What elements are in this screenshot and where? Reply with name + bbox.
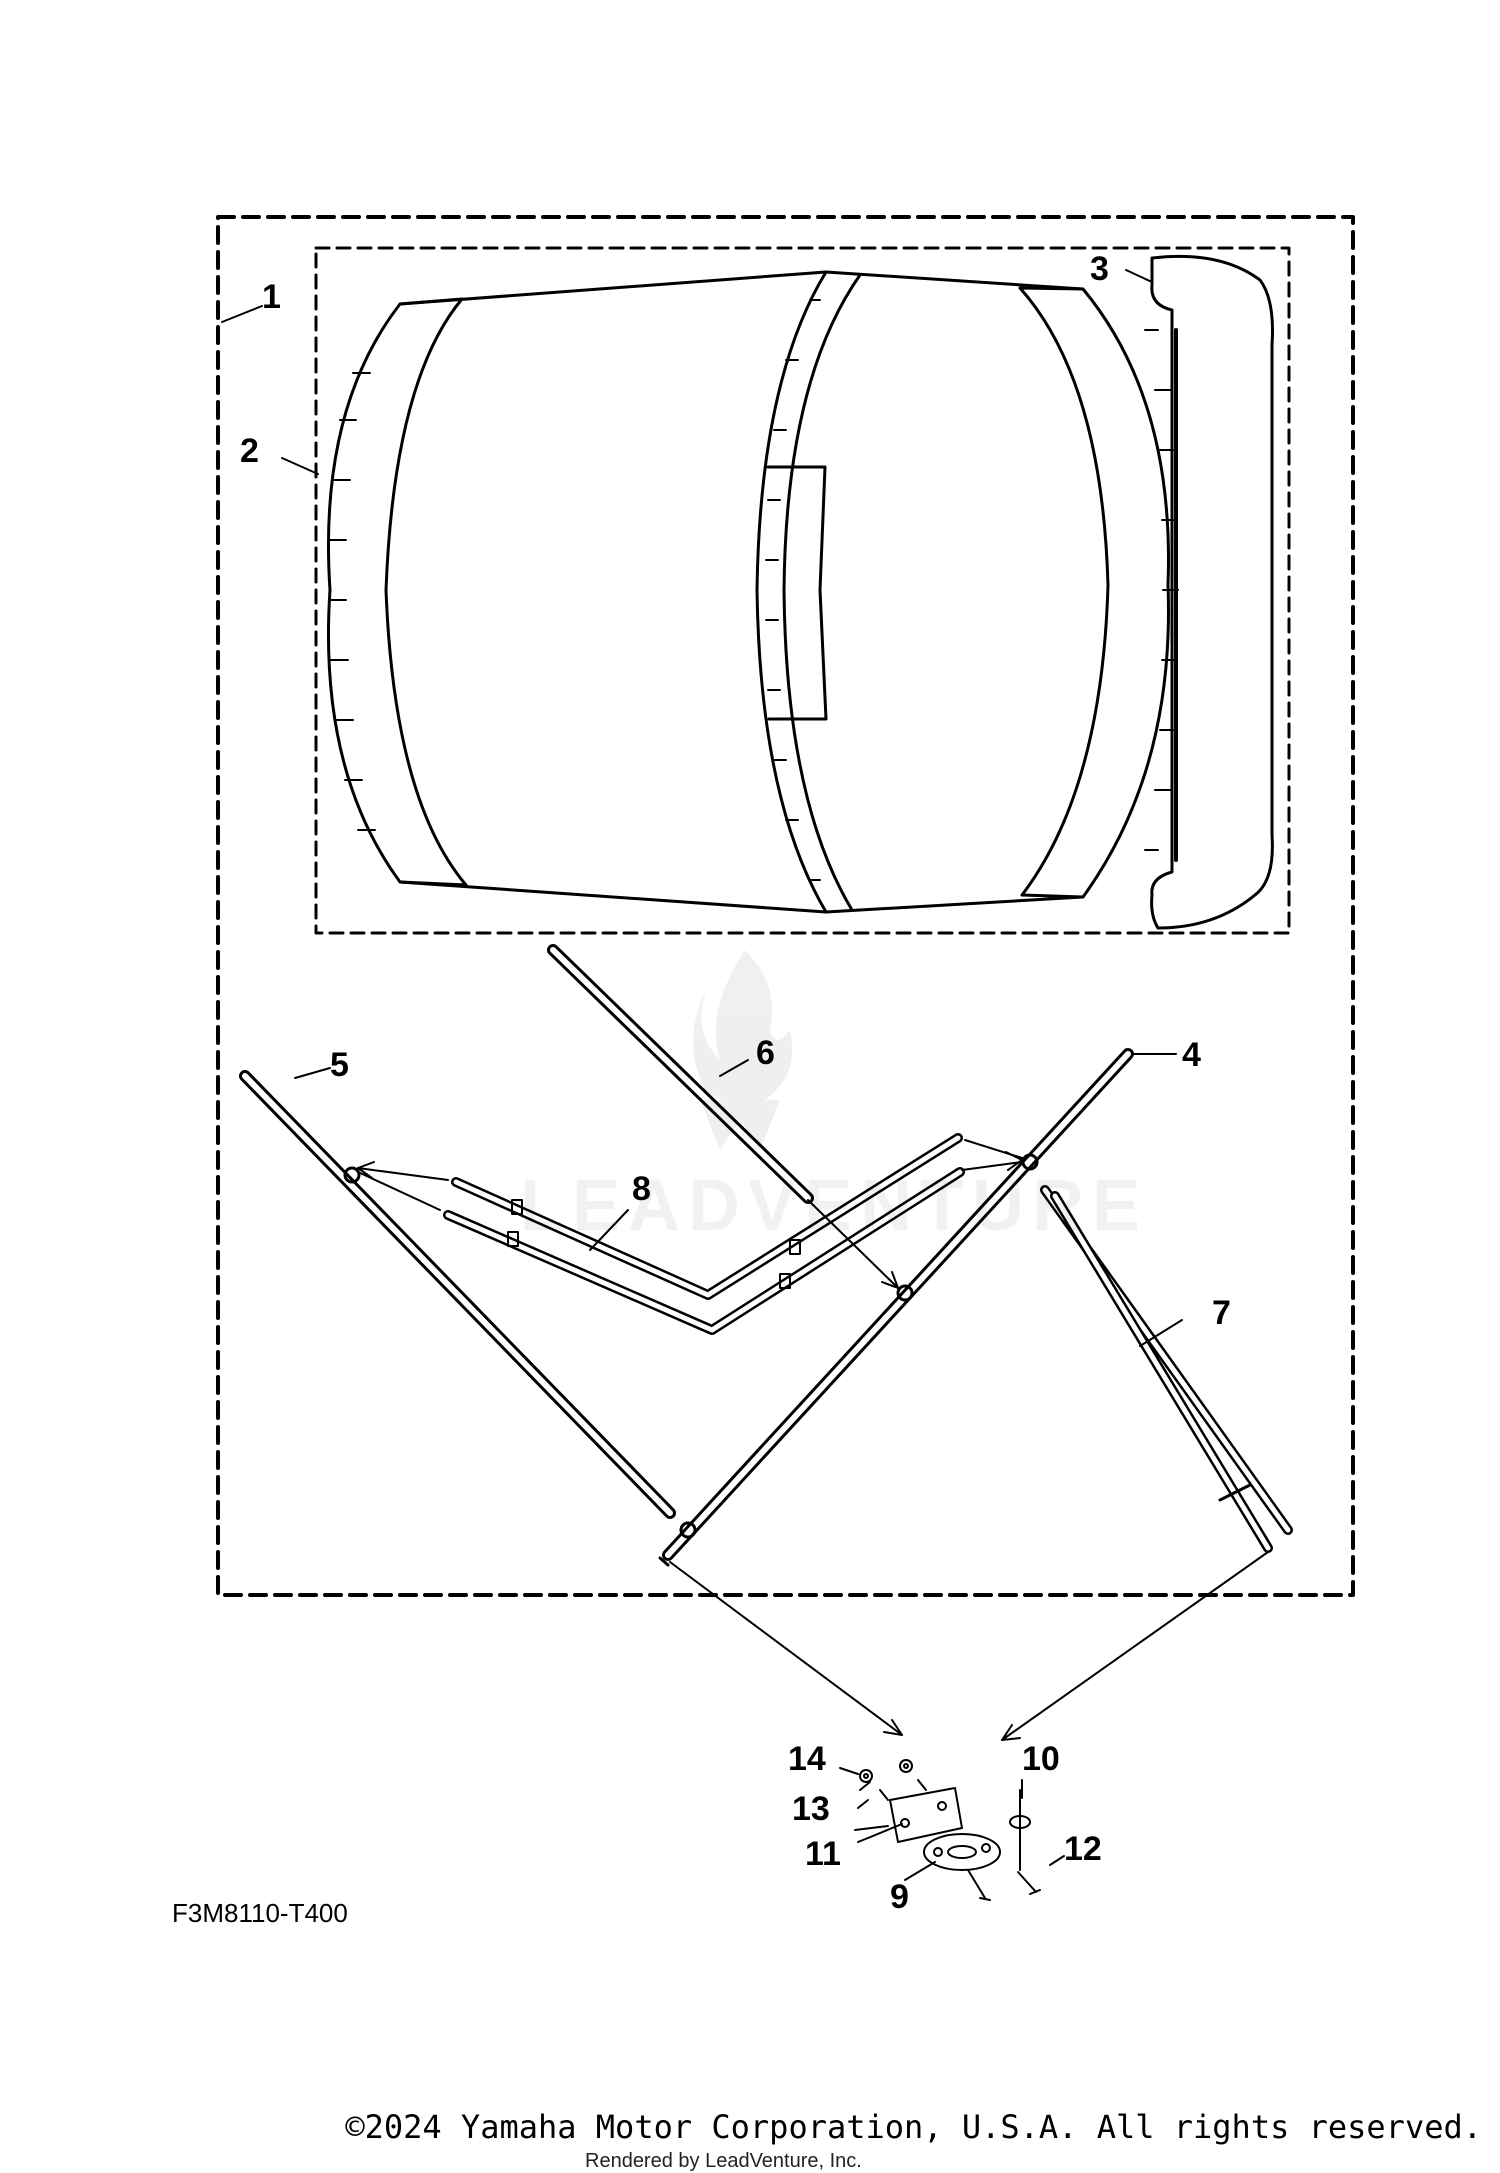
callout-5: 5 (330, 1046, 349, 1084)
diagram-code-label: F3M8110-T400 (172, 1898, 348, 1928)
callout-9: 9 (890, 1878, 909, 1916)
mount-hardware (857, 1759, 1041, 1901)
callout-14: 14 (788, 1740, 826, 1778)
callout-1: 1 (262, 278, 281, 316)
callouts: 1 2 3 4 5 6 7 8 9 10 11 12 13 14 F3M8110… (172, 250, 1231, 1928)
bow-6 (547, 944, 814, 1204)
straps-8 (443, 1133, 965, 1335)
flame-logo-icon (693, 950, 793, 1150)
kit-boundary (216, 215, 1355, 1597)
callout-4: 4 (1182, 1036, 1201, 1074)
callout-6: 6 (756, 1034, 775, 1072)
callout-10: 10 (1022, 1740, 1060, 1778)
callout-2: 2 (240, 432, 259, 470)
callout-3: 3 (1090, 250, 1109, 288)
bow-4 (658, 1048, 1134, 1567)
render-credit-text: Rendered by LeadVenture, Inc. (585, 2150, 862, 2172)
copyright-text: ©2024 Yamaha Motor Corporation, U.S.A. A… (345, 2108, 1482, 2146)
leader-lines (221, 269, 1183, 1881)
canopy-top (326, 270, 1179, 914)
callout-8: 8 (632, 1170, 651, 1208)
watermark-text: LEADVENTURE (520, 1166, 1149, 1246)
brace-poles-7 (1040, 1185, 1293, 1553)
cover-boundary (314, 246, 1291, 935)
callout-7: 7 (1212, 1294, 1231, 1332)
callout-12: 12 (1064, 1830, 1102, 1868)
callout-13: 13 (792, 1790, 830, 1828)
bow-5 (239, 1070, 676, 1519)
connection-arrows (357, 1139, 1269, 1741)
callout-11: 11 (805, 1835, 841, 1873)
storage-boot (1150, 254, 1274, 930)
